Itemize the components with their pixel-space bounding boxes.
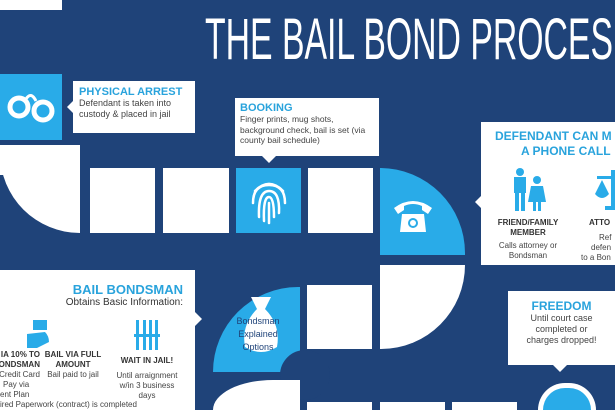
- option-text: Until arraignment: [116, 371, 178, 380]
- page-title-svg: THE BAIL BOND PROCES: [205, 7, 613, 66]
- track-tile: [308, 168, 373, 233]
- card-freedom: FREEDOM Until court case completed or ch…: [508, 291, 615, 365]
- track-curve: [380, 265, 465, 349]
- card-heading: BOOKING: [240, 102, 293, 114]
- card-text: Until court case completed or charges dr…: [526, 313, 597, 345]
- card-heading: DEFENDANT CAN M: [495, 129, 612, 143]
- options-text: Bondsman: [236, 316, 280, 326]
- track-curve: [213, 380, 300, 410]
- card-text: Finger prints, mug shots, background che…: [240, 114, 366, 145]
- option-heading: BAIL VIA FULL: [44, 350, 102, 359]
- option-text: to a Bon: [581, 253, 611, 262]
- option-text: Pay via: [3, 380, 30, 389]
- card-footer: ired Paperwork (contract) is completed: [0, 400, 137, 409]
- option-heading: MEMBER: [510, 228, 546, 237]
- card-subheading: Obtains Basic Information:: [65, 297, 183, 308]
- page-title: THE BAIL BOND PROCES: [205, 7, 613, 66]
- option-text: Credit Card: [0, 370, 40, 379]
- option-text: w/in 3 business: [119, 381, 175, 390]
- option-text: days: [138, 391, 156, 400]
- option-text: Calls attorney or: [498, 241, 558, 250]
- jail-bars-icon: [134, 320, 160, 350]
- option-heading: IA 10% TO: [0, 350, 40, 359]
- card-heading: FREEDOM: [531, 299, 592, 313]
- freedom-circle: [538, 383, 596, 410]
- option-heading: ONDSMAN: [0, 360, 40, 369]
- option-heading: WAIT IN JAIL!: [120, 356, 174, 365]
- card-heading: PHYSICAL ARREST: [79, 86, 183, 98]
- money-bag-icon: [244, 297, 278, 352]
- card-heading: BAIL BONDSMAN: [72, 282, 183, 297]
- track-tile: [307, 402, 372, 410]
- card-heading: A PHONE CALL: [521, 144, 611, 158]
- option-text: ent Plan: [0, 390, 30, 399]
- track-tile: [163, 168, 229, 233]
- scales-icon: [595, 170, 615, 210]
- track-tile: [90, 168, 155, 233]
- track-tile-booking: [236, 168, 301, 233]
- option-text: Bail paid to jail: [47, 370, 99, 379]
- card-physical-arrest: PHYSICAL ARREST Defendant is taken into …: [73, 81, 195, 133]
- option-heading: ATTO: [589, 218, 611, 227]
- options-text: Explained: [238, 329, 278, 339]
- options-text: Options: [242, 342, 274, 352]
- track-tile: [452, 402, 517, 410]
- fingerprint-icon: [251, 182, 286, 224]
- track-tile: [380, 402, 445, 410]
- card-booking: BOOKING Finger prints, mug shots, backgr…: [235, 98, 379, 156]
- card-text: Defendant is taken into custody & placed…: [79, 98, 172, 119]
- card-phone-call: DEFENDANT CAN M A PHONE CALL FRIEND/FAMI…: [481, 122, 615, 265]
- track-tile-arrest: [0, 74, 62, 140]
- handcuffs-icon: [7, 94, 55, 123]
- track-segment: [0, 0, 62, 10]
- family-icon: [514, 168, 546, 211]
- option-heading: FRIEND/FAMILY: [497, 218, 559, 227]
- option-text: defen: [591, 243, 612, 252]
- telephone-icon: [394, 201, 432, 232]
- option-text: Bondsman: [508, 251, 548, 260]
- option-text: Ref: [599, 233, 612, 242]
- track-tile-phone: [380, 168, 465, 255]
- track-tile: [307, 285, 372, 349]
- card-bail-bondsman: BAIL BONDSMAN Obtains Basic Information:…: [0, 270, 195, 410]
- option-heading: AMOUNT: [55, 360, 91, 369]
- cash-hand-icon: [27, 320, 49, 348]
